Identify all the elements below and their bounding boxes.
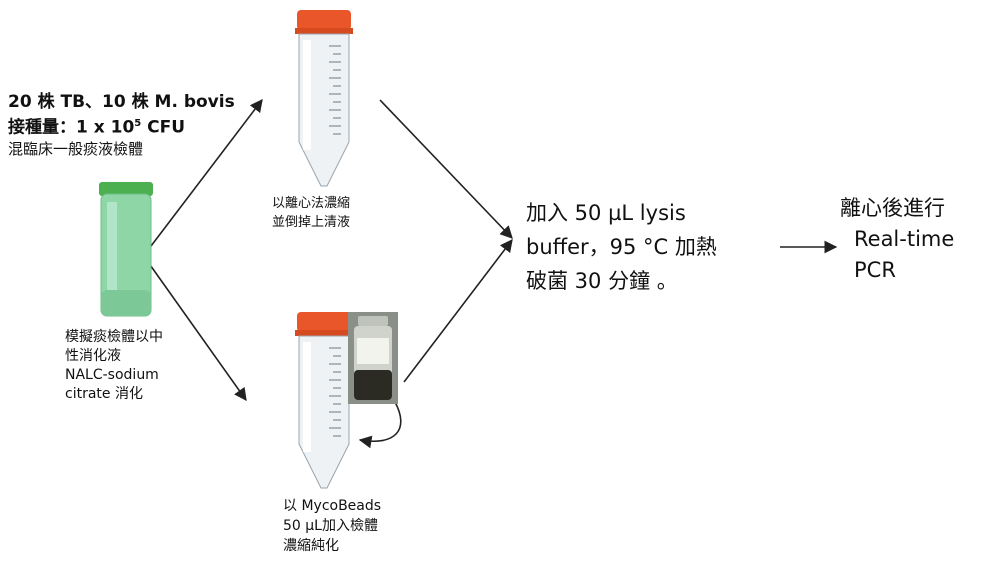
centrifuge-tube-image	[295, 10, 353, 187]
strain-count: 20 株 TB、10 株 M. bovis	[8, 92, 235, 112]
arrow-bottle-to-tube	[358, 401, 402, 449]
mycobeads-tube-image	[295, 312, 353, 489]
mycobeads-bottle-image	[348, 312, 398, 404]
inoculum-amount: 接種量：1 x 105 CFU	[8, 117, 186, 138]
arrow-to-mycobeads	[147, 261, 247, 402]
arrow-centrifuge-to-lysis	[379, 99, 513, 239]
lysis-step-text: 加入 50 µL lysis buffer，95 °C 加熱 破菌 30 分鐘 …	[526, 201, 717, 293]
arrow-to-centrifuge	[147, 98, 263, 251]
pcr-step-text: 離心後進行 Real-time PCR	[840, 196, 955, 282]
arrow-mycobeads-to-lysis	[403, 238, 513, 383]
digestion-caption: 模擬痰檢體以中 性消化液 NALC-sodium citrate 消化	[65, 329, 163, 402]
centrifuge-caption: 以離心法濃縮 並倒掉上清液	[272, 196, 351, 230]
sample-tube-image	[99, 182, 153, 317]
input-description: 20 株 TB、10 株 M. bovis 接種量：1 x 105 CFU 混臨…	[8, 92, 235, 160]
specimen-type: 混臨床一般痰液檢體	[8, 139, 144, 158]
mycobeads-caption: 以 MycoBeads 50 µL加入檢體 濃縮純化	[283, 498, 382, 554]
